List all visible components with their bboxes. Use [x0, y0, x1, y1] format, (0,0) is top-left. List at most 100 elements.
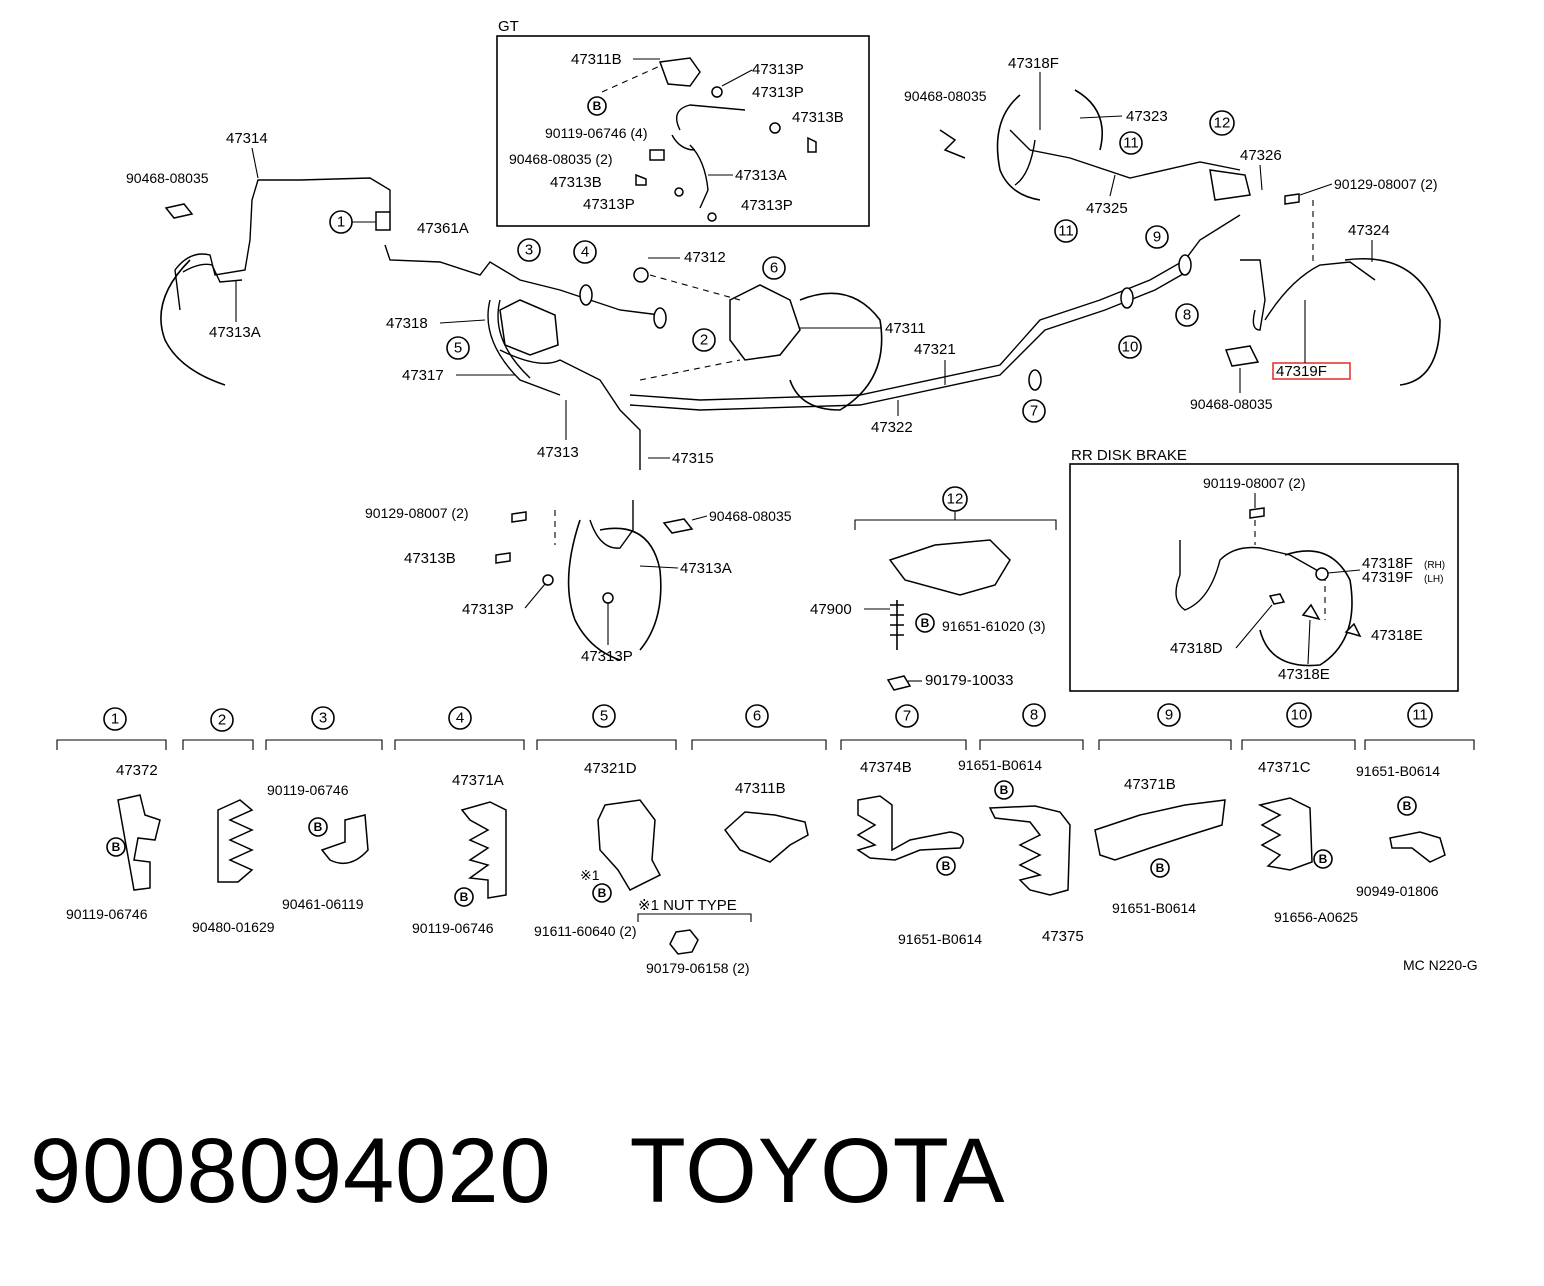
front-caliper-detail: 90129-08007 (2) 90468-08035 47313B 47313…: [365, 500, 792, 665]
front-left-brake-line: [174, 177, 391, 311]
gt-gasket-3: [674, 187, 684, 197]
rr-47318E-label-1: 47318E: [1371, 627, 1423, 644]
lspv-spring: [890, 600, 904, 650]
90129-08007-right-label: 90129-08007 (2): [1334, 176, 1438, 192]
brake-line-47313: [499, 349, 641, 470]
detail-bracket: [1241, 739, 1356, 750]
detail-8-clamp-drawing: [988, 805, 1071, 896]
detail-8: 8 91651-B0614 B 47375: [958, 703, 1084, 945]
47317-label: 47317: [402, 367, 444, 384]
detail-3-label-b: 90461-06119: [282, 896, 364, 912]
svg-text:B: B: [112, 840, 121, 854]
gt-47313P-label-2: 47313P: [752, 84, 804, 101]
47900-label: 47900: [810, 601, 852, 618]
47322-label: 47322: [871, 419, 913, 436]
caliper-bolt: [511, 511, 527, 523]
lspv-b-marker: [915, 613, 935, 633]
detail-5-callout: [592, 704, 616, 728]
diagram-code: MC N220-G: [1403, 957, 1478, 973]
detail-10-callout: [1286, 702, 1312, 728]
clamp-2: [653, 307, 667, 329]
detail-5: 5 47321D ※1 B 91611-60640 (2) ※1 NUT TYP…: [534, 704, 752, 976]
caliper-47313P-label-2: 47313P: [581, 648, 633, 665]
47361A-label: 47361A: [417, 220, 469, 237]
clamp-8: [1178, 254, 1192, 276]
front-left-union: [375, 211, 391, 231]
47325-label: 47325: [1086, 200, 1128, 217]
90468-08035-top-label: 90468-08035: [904, 88, 987, 104]
detail-bracket: [394, 739, 525, 750]
gt-clip: [649, 149, 665, 161]
detail-4: 4 47371A B 90119-06746: [394, 706, 525, 936]
detail-strip: 1 47372 B 90119-06746 2 90480-01629 3 90…: [56, 702, 1478, 976]
rr-47318D-label: 47318D: [1170, 640, 1223, 657]
detail-1-label-a: 47372: [116, 762, 158, 779]
svg-text:1: 1: [337, 214, 345, 231]
gt-valve-drawing: [658, 57, 701, 87]
caliper-47313A-label: 47313A: [680, 560, 732, 577]
detail-10: 10 47371C B 91656-A0625: [1241, 702, 1358, 925]
caliper-90468-08035-label: 90468-08035: [709, 508, 792, 524]
rr-bolt: [1249, 507, 1265, 519]
gt-47313P-label-3: 47313P: [583, 196, 635, 213]
svg-text:3: 3: [525, 242, 533, 259]
47324-label: 47324: [1348, 222, 1390, 239]
detail-8-label-b: 47375: [1042, 928, 1084, 945]
detail-3-clamp-drawing: [320, 814, 369, 865]
47319F-highlight-box: [1272, 362, 1351, 380]
47314-label: 47314: [226, 130, 268, 147]
detail-3-callout: [311, 706, 335, 730]
detail-3-label-a: 90119-06746: [267, 782, 349, 798]
90179-10033-label: 90179-10033: [925, 672, 1013, 689]
svg-text:B: B: [314, 820, 323, 834]
detail-8-b-marker: [994, 780, 1014, 800]
detail-bracket: [536, 739, 677, 750]
gt-hose-tube-drawing: [671, 134, 696, 151]
detail-8-callout: [1022, 703, 1046, 727]
leader: [1327, 569, 1361, 574]
caliper-gasket: [542, 574, 554, 586]
rr-disk-inset-title: RR DISK BRAKE: [1071, 447, 1187, 464]
svg-text:8: 8: [1030, 707, 1038, 724]
svg-text:2: 2: [218, 712, 226, 729]
detail-9-b-marker: [1150, 858, 1170, 878]
svg-text:B: B: [1403, 799, 1412, 813]
gt-b-marker: [587, 96, 607, 116]
svg-text:B: B: [921, 616, 930, 630]
47313-label: 47313: [537, 444, 579, 461]
svg-text:B: B: [598, 886, 607, 900]
svg-text:1: 1: [111, 711, 119, 728]
callout-12a: [1209, 110, 1235, 136]
gt-bolt-1: [807, 136, 817, 153]
47318-label: 47318: [386, 315, 428, 332]
gt-47313P-label-1: 47313P: [752, 61, 804, 78]
callout-9: [1145, 225, 1169, 249]
center-assembly: 47361A 47318 47317 47313 47315 47312 473…: [329, 210, 1241, 470]
svg-text:B: B: [942, 859, 951, 873]
detail-4-b-marker: [454, 887, 474, 907]
leader: [524, 583, 546, 609]
leader: [691, 515, 708, 521]
svg-text:3: 3: [319, 710, 327, 727]
rear-clip-top: [939, 129, 966, 159]
leader: [639, 565, 679, 569]
detail-11: 11 91651-B0614 B 90949-01806: [1356, 702, 1475, 899]
detail-9-callout: [1157, 703, 1181, 727]
detail-2-callout: [210, 708, 234, 732]
leader: [1235, 604, 1273, 649]
caliper-disc-arc-2: [599, 527, 662, 651]
svg-text:B: B: [1156, 861, 1165, 875]
lspv-bracket: [854, 519, 1057, 530]
callout-11b: [1054, 219, 1078, 243]
detail-7-b-marker: [936, 856, 956, 876]
detail-9: 9 47371B B 91651-B0614: [1094, 703, 1232, 916]
detail-bracket: [182, 739, 254, 750]
proportioning-valve-drawing: [499, 299, 559, 356]
47311-label: 47311: [885, 320, 926, 337]
nut-type-title: ※1 NUT TYPE: [638, 897, 737, 914]
detail-3-b-marker: [308, 817, 328, 837]
svg-text:7: 7: [903, 708, 911, 725]
90468-08035-bottom-label: 90468-08035: [1190, 396, 1273, 412]
callout-6: [762, 256, 786, 280]
svg-text:7: 7: [1030, 403, 1038, 420]
